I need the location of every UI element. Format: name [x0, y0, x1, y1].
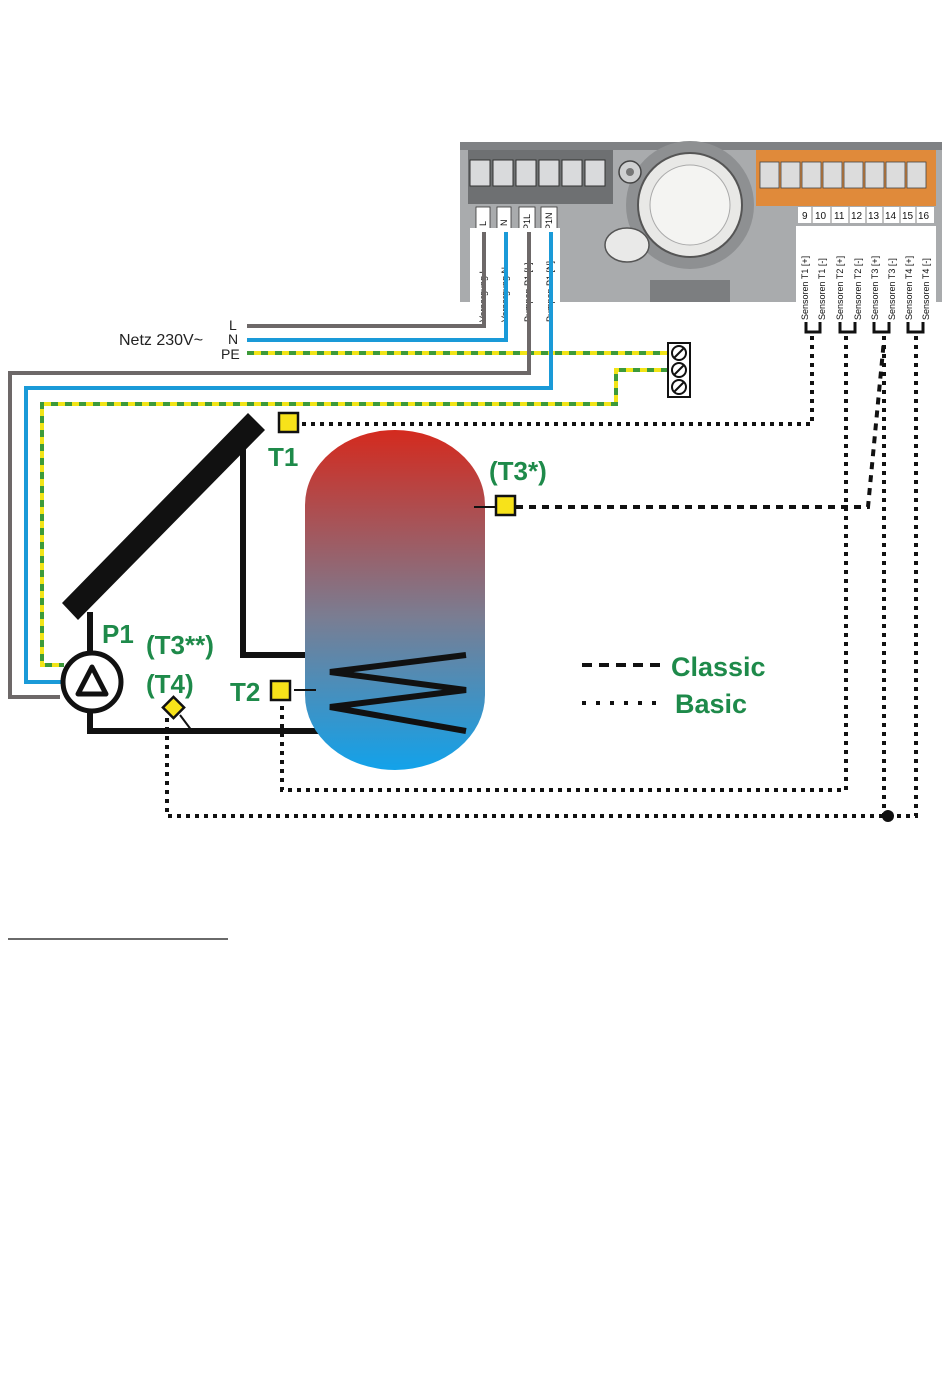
- label-t1: T1: [268, 442, 298, 472]
- legend-classic-label: Classic: [671, 652, 766, 682]
- label-t2: T2: [230, 677, 260, 707]
- sensor-terminal-16: 16: [918, 211, 930, 222]
- mains-N-label: N: [228, 331, 238, 347]
- terminal-label-P1N: P1N: [544, 212, 554, 230]
- sensor-t4-icon: [163, 697, 192, 731]
- label-p1: P1: [102, 619, 134, 649]
- sensor-junction: [882, 810, 894, 822]
- mains-PE-label: PE: [221, 346, 240, 362]
- sensor-terminal-13: 13: [868, 211, 880, 222]
- label-t4: (T4): [146, 669, 194, 699]
- label-sensoren-t4-plus: Sensoren T4 [+]: [904, 256, 914, 320]
- sensor-terminal-15: 15: [902, 211, 914, 222]
- sensor-t1-icon: [279, 413, 298, 432]
- sensor-t3-icon: [496, 496, 515, 515]
- legend-basic-label: Basic: [675, 689, 747, 719]
- sensor-lines-basic: [167, 336, 916, 816]
- label-sensoren-t3-plus: Sensoren T3 [+]: [870, 256, 880, 320]
- legend: Classic Basic: [582, 652, 766, 719]
- label-t3-star: (T3*): [489, 456, 547, 486]
- label-sensoren-t3-minus: Sensoren T3 [-]: [887, 258, 897, 320]
- sensor-t2-icon: [271, 681, 290, 700]
- label-t3-double-star: (T3**): [146, 630, 214, 660]
- pump-p1-icon: [63, 653, 121, 711]
- label-sensoren-t2-plus: Sensoren T2 [+]: [835, 256, 845, 320]
- sensor-terminal-14: 14: [885, 211, 897, 222]
- sensor-terminal-10: 10: [815, 211, 827, 222]
- sensor-terminal-12: 12: [851, 211, 863, 222]
- label-sensoren-t1-minus: Sensoren T1 [-]: [817, 258, 827, 320]
- mains-label: Netz 230V~: [119, 332, 203, 349]
- label-sensoren-t1-plus: Sensoren T1 [+]: [800, 256, 810, 320]
- storage-tank: [294, 430, 496, 770]
- terminal-label-P1L: P1L: [522, 214, 532, 230]
- label-sensoren-t2-minus: Sensoren T2 [-]: [853, 258, 863, 320]
- sensor-terminal-block: [756, 150, 936, 206]
- power-terminal-block: [468, 150, 613, 204]
- sensor-terminal-9: 9: [802, 211, 808, 222]
- earth-terminal-block: [668, 343, 690, 397]
- terminal-label-L: L: [478, 221, 488, 226]
- sensor-terminal-11: 11: [834, 211, 845, 222]
- solar-collector: [62, 413, 265, 620]
- terminal-label-N: N: [499, 220, 509, 227]
- label-sensoren-t4-minus: Sensoren T4 [-]: [921, 258, 931, 320]
